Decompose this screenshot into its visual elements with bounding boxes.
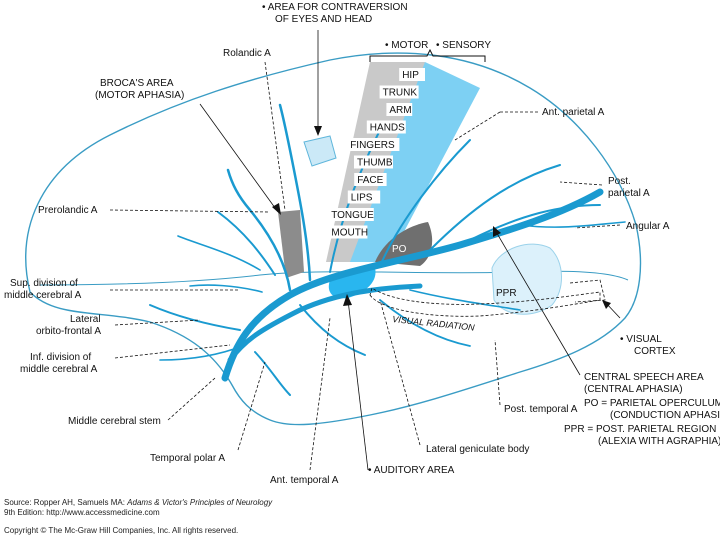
brain-outline xyxy=(25,52,642,426)
label-prerolandic: Prerolandic A xyxy=(38,205,98,216)
label-central-speech-1: CENTRAL SPEECH AREA xyxy=(584,372,704,383)
homunculus-box-lips xyxy=(347,190,381,204)
motor-sensory-brace xyxy=(369,48,486,62)
homunculus-box-arm xyxy=(386,103,413,116)
label-lateral-orbito-2: orbito-frontal A xyxy=(36,326,101,337)
label-angular: Angular A xyxy=(626,221,670,232)
label-post-temporal: Post. temporal A xyxy=(504,404,578,415)
source-prefix: Source: Ropper AH, Samuels MA: xyxy=(4,498,128,507)
label-sensory: • SENSORY xyxy=(436,40,491,51)
homunculus-box-tongue xyxy=(328,208,374,221)
label-lateral-geniculate: Lateral geniculate body xyxy=(426,444,529,455)
homunculus-label-hands: HANDS xyxy=(370,123,405,134)
homunculus-label-lips: LIPS xyxy=(351,193,373,204)
label-inf-division-1: Inf. division of xyxy=(30,352,91,363)
label-po-def-1: PO = PARIETAL OPERCULUM xyxy=(584,398,720,409)
brain-lateral-view-diagram: HIP TRUNK ARM HANDS FINGERS THUMB FACE LIPS TONG… xyxy=(4,2,720,486)
label-post-parietal-1: Post. xyxy=(608,176,631,187)
text-labels: • AREA FOR CONTRAVERSION OF EYES AND HEA… xyxy=(4,2,720,486)
visual-radiation-path xyxy=(369,287,601,317)
homunculus-box-trunk xyxy=(379,85,419,99)
label-contraversion-1: • AREA FOR CONTRAVERSION xyxy=(262,2,408,13)
label-rolandic: Rolandic A xyxy=(223,48,271,59)
homunculus-box-thumb xyxy=(354,155,393,169)
label-central-speech-2: (CENTRAL APHASIA) xyxy=(584,384,683,395)
homunculus-box-fingers xyxy=(347,138,400,151)
homunculus-label-mouth: MOUTH xyxy=(331,228,368,239)
eye-field-area xyxy=(303,135,337,167)
label-sup-division-1: Sup. division of xyxy=(10,278,78,289)
label-po-def-2: (CONDUCTION APHASIA) xyxy=(610,410,720,421)
ppr-region xyxy=(491,243,562,315)
homunculus-label-arm: ARM xyxy=(389,105,411,116)
source-line: Source: Ropper AH, Samuels MA: Adams & V… xyxy=(4,498,272,507)
label-broca-1: BROCA'S AREA xyxy=(100,78,174,89)
homunculus-label-fingers: FINGERS xyxy=(350,140,395,151)
edition-line: 9th Edition: http://www.accessmedicine.c… xyxy=(4,508,160,517)
label-middle-cerebral-stem: Middle cerebral stem xyxy=(68,416,161,427)
label-contraversion-2: OF EYES AND HEAD xyxy=(275,14,372,25)
label-post-parietal-2: parietal A xyxy=(608,188,650,199)
homunculus-box-hands xyxy=(366,120,406,134)
copyright-line: Copyright © The Mc-Graw Hill Companies, … xyxy=(4,526,239,535)
homunculus-box-mouth xyxy=(328,225,368,239)
sensory-strip xyxy=(350,62,480,262)
label-ppr-def-1: PPR = POST. PARIETAL REGION xyxy=(564,424,716,435)
broca-area xyxy=(278,210,304,278)
label-visual-cortex-2: CORTEX xyxy=(634,346,676,357)
visual-cortex-outline xyxy=(569,279,606,303)
label-motor: • MOTOR xyxy=(385,40,428,51)
label-sup-division-2: middle cerebral A xyxy=(4,290,82,301)
source-title: Adams & Victor's Principles of Neurology xyxy=(127,498,273,507)
arrowheads xyxy=(272,126,611,309)
homunculus-label-thumb: THUMB xyxy=(357,158,393,169)
label-visual-cortex-1: • VISUAL xyxy=(620,334,662,345)
leader-lines xyxy=(109,30,621,471)
homunculus-label-face: FACE xyxy=(357,175,383,186)
label-auditory-area: • AUDITORY AREA xyxy=(368,465,455,476)
label-inf-division-2: middle cerebral A xyxy=(20,364,98,375)
homunculus-label-hip: HIP xyxy=(402,70,419,81)
label-ant-parietal: Ant. parietal A xyxy=(542,107,605,118)
homunculus-label-trunk: TRUNK xyxy=(383,88,418,99)
label-broca-2: (MOTOR APHASIA) xyxy=(95,90,184,101)
homunculus-label-tongue: TONGUE xyxy=(331,210,374,221)
homunculus-labels: HIP TRUNK ARM HANDS FINGERS THUMB FACE LIPS TONG… xyxy=(328,68,425,239)
source-edition: 9th Edition xyxy=(4,508,42,517)
label-ant-temporal: Ant. temporal A xyxy=(270,475,339,486)
homunculus-box-hip xyxy=(399,68,425,81)
source-url[interactable]: : http://www.accessmedicine.com xyxy=(41,508,160,517)
label-temporal-polar: Temporal polar A xyxy=(150,453,225,464)
homunculus-box-face xyxy=(354,173,387,186)
label-ppr: PPR xyxy=(496,288,517,299)
label-lateral-orbito-1: Lateral xyxy=(70,314,101,325)
label-ppr-def-2: (ALEXIA WITH AGRAPHIA) xyxy=(598,436,720,447)
label-visual-radiation: VISUAL RADIATION xyxy=(392,314,476,333)
label-po: PO xyxy=(392,244,407,255)
